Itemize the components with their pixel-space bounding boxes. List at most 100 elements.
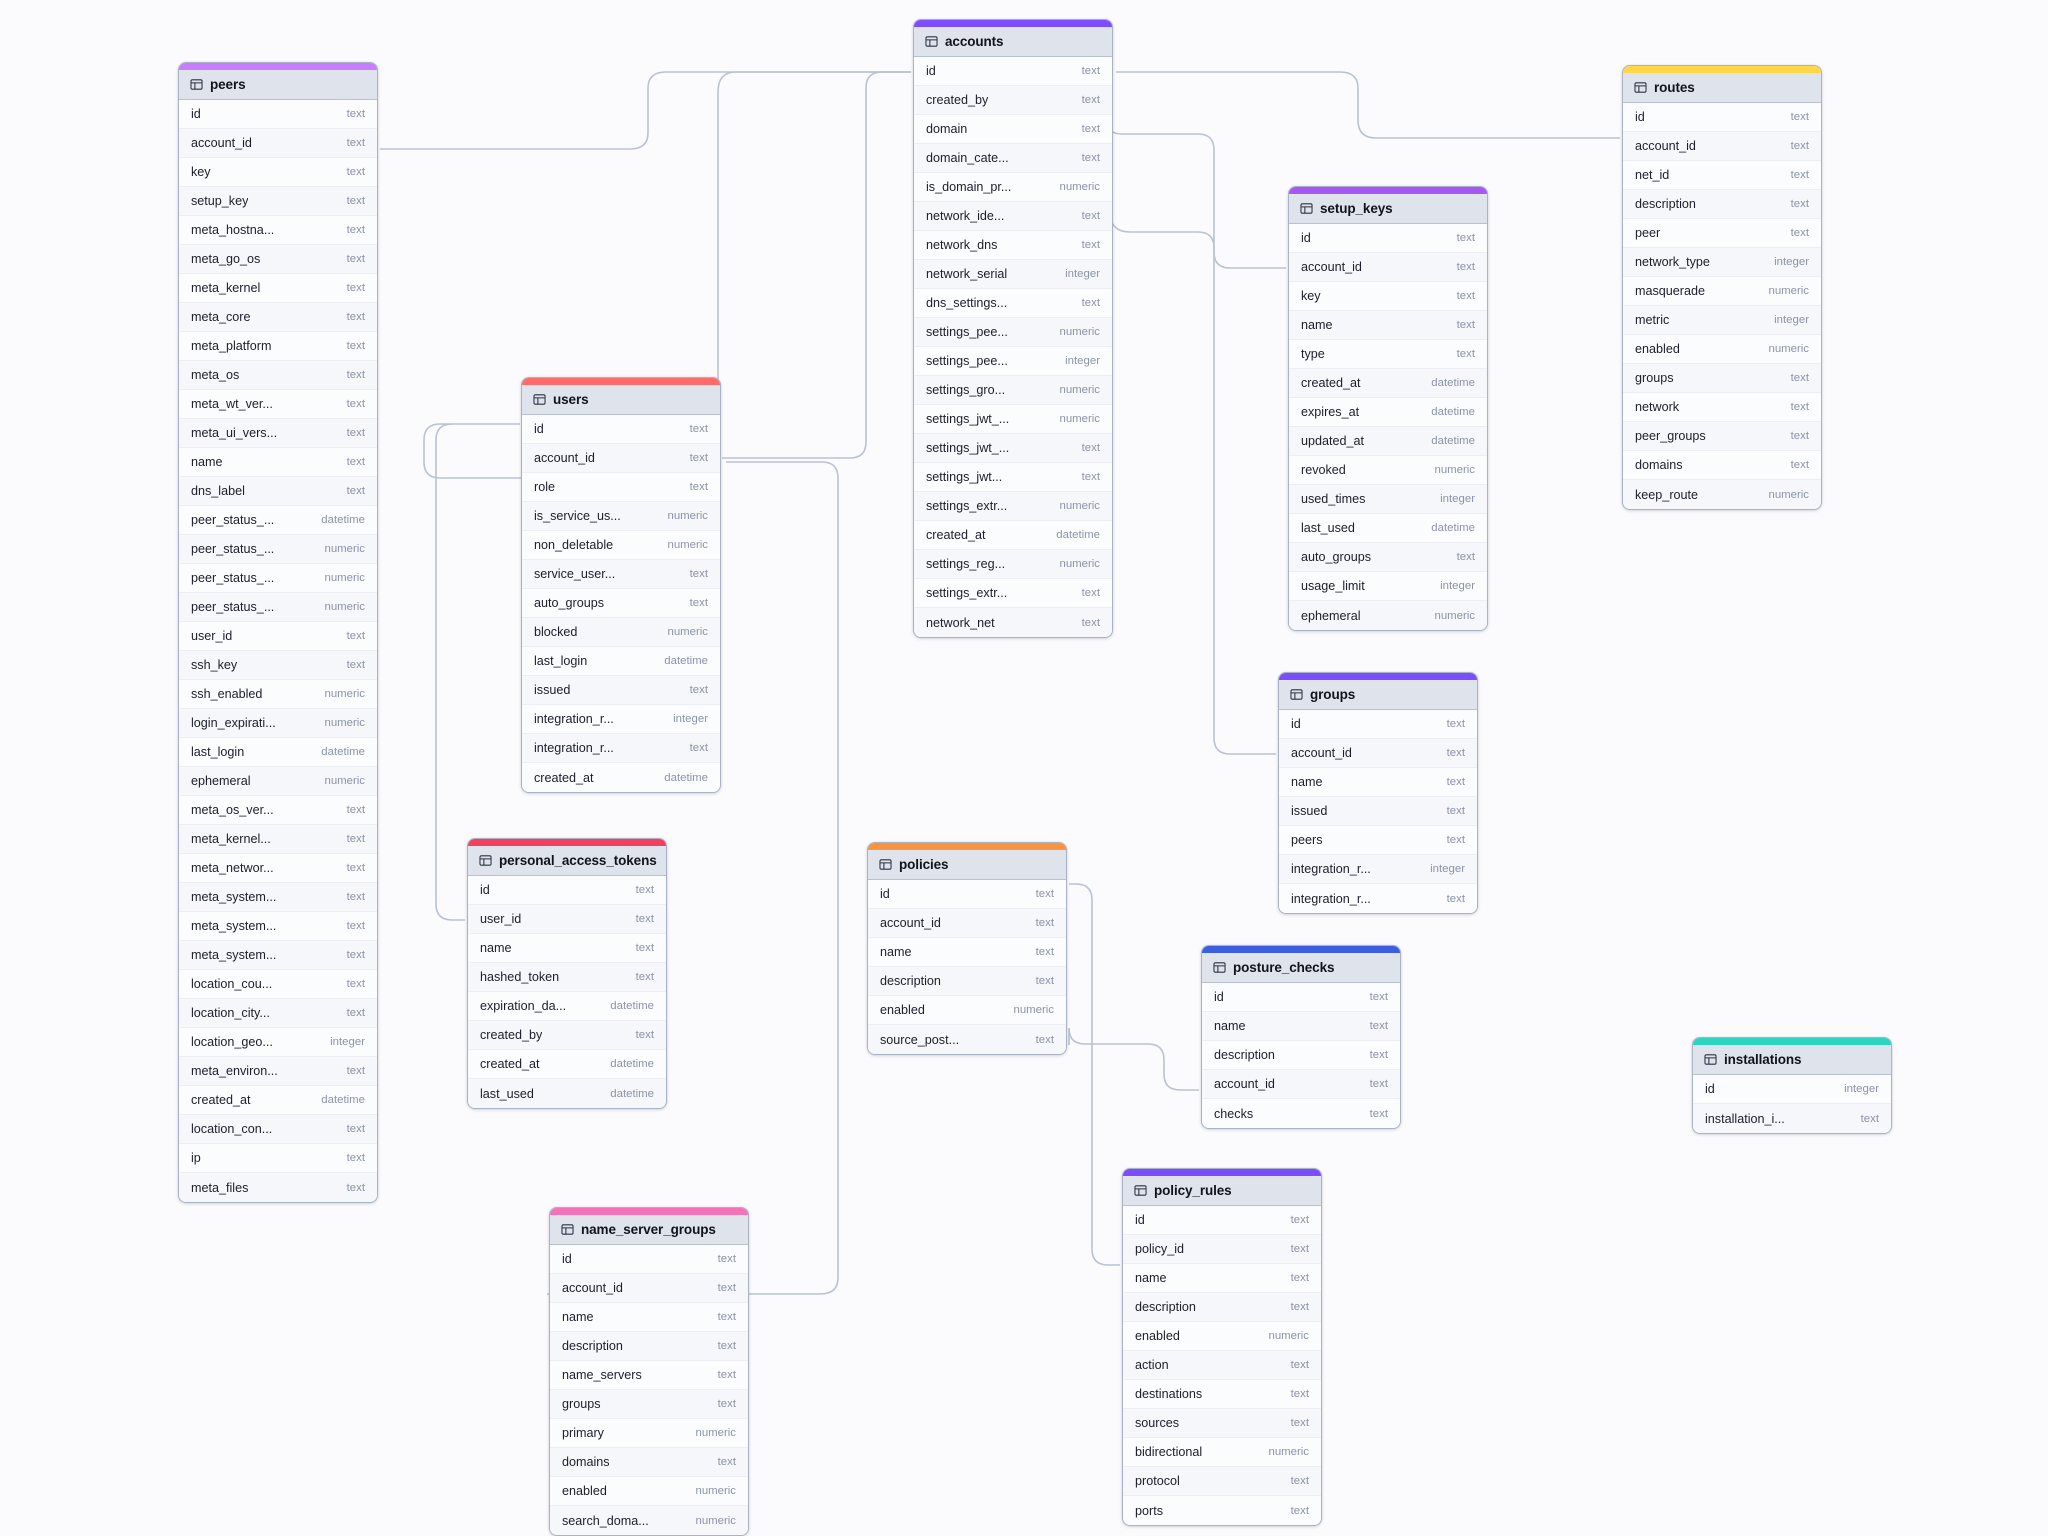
table-row[interactable]: meta_system...text	[179, 912, 377, 941]
table-row[interactable]: network_ide...text	[914, 202, 1112, 231]
table-row[interactable]: integration_r...text	[1279, 884, 1477, 913]
table-header-setup_keys[interactable]: setup_keys	[1289, 194, 1487, 224]
table-row[interactable]: expiration_da...datetime	[468, 992, 666, 1021]
table-row[interactable]: location_con...text	[179, 1115, 377, 1144]
table-row[interactable]: settings_reg...numeric	[914, 550, 1112, 579]
table-header-personal_access_tokens[interactable]: personal_access_tokens	[468, 846, 666, 876]
table-row[interactable]: settings_extr...numeric	[914, 492, 1112, 521]
table-row[interactable]: location_city...text	[179, 999, 377, 1028]
table-row[interactable]: location_geo...integer	[179, 1028, 377, 1057]
table-row[interactable]: meta_system...text	[179, 941, 377, 970]
table-row[interactable]: service_user...text	[522, 560, 720, 589]
table-row[interactable]: meta_system...text	[179, 883, 377, 912]
table-header-groups[interactable]: groups	[1279, 680, 1477, 710]
table-row[interactable]: search_doma...numeric	[550, 1506, 748, 1535]
table-row[interactable]: settings_pee...numeric	[914, 318, 1112, 347]
table-row[interactable]: domain_cate...text	[914, 144, 1112, 173]
table-row[interactable]: peer_status_...datetime	[179, 506, 377, 535]
table-row[interactable]: dns_settings...text	[914, 289, 1112, 318]
table-header-installations[interactable]: installations	[1693, 1045, 1891, 1075]
table-row[interactable]: is_domain_pr...numeric	[914, 173, 1112, 202]
table-row[interactable]: integration_r...integer	[522, 705, 720, 734]
table-row[interactable]: peer_status_...numeric	[179, 593, 377, 622]
table-header-policies[interactable]: policies	[868, 850, 1066, 880]
table-row[interactable]: settings_pee...integer	[914, 347, 1112, 376]
table-row[interactable]: integration_r...text	[522, 734, 720, 763]
table-row[interactable]: peer_status_...numeric	[179, 564, 377, 593]
table-row[interactable]: integration_r...integer	[1279, 855, 1477, 884]
table-row[interactable]: meta_environ...text	[179, 1057, 377, 1086]
table-row[interactable]: settings_jwt_...numeric	[914, 405, 1112, 434]
table-header-peers[interactable]: peers	[179, 70, 377, 100]
table-header-policy_rules[interactable]: policy_rules	[1123, 1176, 1321, 1206]
table-row[interactable]: meta_kernel...text	[179, 825, 377, 854]
